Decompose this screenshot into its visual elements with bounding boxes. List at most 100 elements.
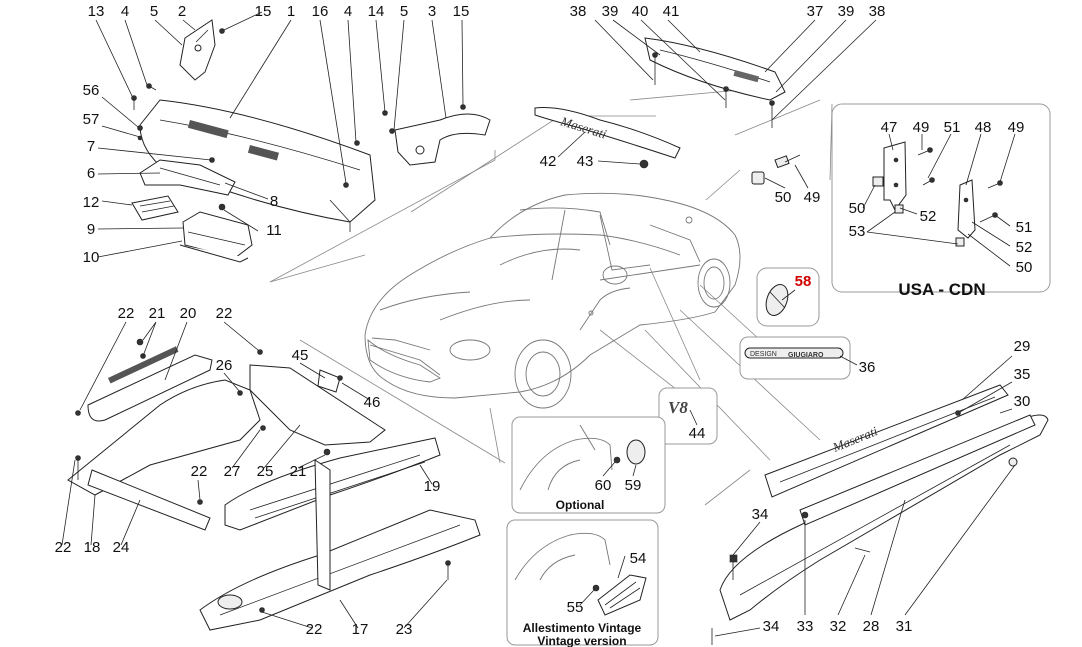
callout-37: 37 [807,3,824,20]
callout-38: 38 [869,3,886,20]
callout-60: 60 [595,477,612,494]
callout-56: 56 [83,82,100,99]
car-outline [364,192,741,409]
callout-44: 44 [689,425,706,442]
callout-22: 22 [216,305,233,322]
callout-22: 22 [55,539,72,556]
filter-part-12 [131,195,179,221]
callout-31: 31 [896,618,913,635]
callout-36: 36 [859,359,876,376]
v8-badge-part-44: V8 [658,387,718,445]
callout-40: 40 [632,3,649,20]
callout-38: 38 [570,3,587,20]
callout-19: 19 [424,478,441,495]
callout-20: 20 [180,305,197,322]
giugiaro-design-text: DESIGN [750,351,777,358]
usa-cdn-caption: USA - CDN [898,280,985,299]
optional-box: Optional [511,416,666,514]
callout-2: 2 [178,3,186,20]
callout-58: 58 [795,273,812,290]
bracket-part-3 [394,113,491,166]
bracket-part-2 [179,19,216,81]
callout-17: 17 [352,621,369,638]
callout-32: 32 [830,618,847,635]
callout-10: 10 [83,249,100,266]
callout-26: 26 [216,357,233,374]
callout-55: 55 [567,599,584,616]
callout-42: 42 [540,153,557,170]
callout-4: 4 [344,3,352,20]
callout-18: 18 [84,539,101,556]
callout-45: 45 [292,347,309,364]
callout-4: 4 [121,3,129,20]
callout-5: 5 [400,3,408,20]
callout-21: 21 [149,305,166,322]
callout-57: 57 [83,111,100,128]
callout-53: 53 [849,223,866,240]
roof-trim-part-37 [594,19,877,128]
callout-labels: 13 4 5 2 15 1 16 4 14 5 3 15 56 57 7 6 8… [55,3,1033,638]
callout-1: 1 [287,3,295,20]
callout-52: 52 [1016,239,1033,256]
callout-25: 25 [257,463,274,480]
vintage-caption-en: Vintage version [537,634,626,647]
sill-parts: Maserati [711,355,1049,645]
callout-41: 41 [663,3,680,20]
callout-5: 5 [150,3,158,20]
giugiaro-name-text: GIUGIARO [788,352,824,359]
callout-39: 39 [838,3,855,20]
vintage-box: Allestimento Vintage Vintage version [506,519,659,647]
callout-9: 9 [87,221,95,238]
callout-14: 14 [368,3,385,20]
giugiaro-badge-part-36: DESIGN GIUGIARO [739,336,858,380]
callout-50: 50 [775,189,792,206]
callout-49: 49 [1008,119,1025,136]
callout-27: 27 [224,463,241,480]
callout-39: 39 [602,3,619,20]
callout-48: 48 [975,119,992,136]
callout-29: 29 [1014,338,1031,355]
callout-24: 24 [113,539,130,556]
callout-22: 22 [306,621,323,638]
fasteners-top-left [131,28,466,211]
leaders-top-left [95,11,464,258]
callout-6: 6 [87,165,95,182]
callout-51: 51 [944,119,961,136]
maserati-script-badge-part-42: Maserati [534,107,681,169]
callout-54: 54 [630,550,647,567]
callout-16: 16 [312,3,329,20]
callout-23: 23 [396,621,413,638]
vintage-caption-it: Allestimento Vintage [523,621,642,635]
underbody-parts [61,321,481,631]
callout-34: 34 [763,618,780,635]
callout-50: 50 [1016,259,1033,276]
callout-13: 13 [88,3,105,20]
callout-52: 52 [920,208,937,225]
part-58-box [756,267,820,327]
callout-7: 7 [87,138,95,155]
callout-3: 3 [428,3,436,20]
callout-30: 30 [1014,393,1031,410]
callout-59: 59 [625,477,642,494]
callout-15: 15 [453,3,470,20]
callout-22: 22 [191,463,208,480]
callout-51: 51 [1016,219,1033,236]
callout-35: 35 [1014,366,1031,383]
callout-49: 49 [913,119,930,136]
fasteners-49-50 [751,154,809,189]
callout-34: 34 [752,506,769,523]
callout-21: 21 [290,463,307,480]
callout-28: 28 [863,618,880,635]
callout-15: 15 [255,3,272,20]
callout-49: 49 [804,189,821,206]
callout-12: 12 [83,194,100,211]
callout-46: 46 [364,394,381,411]
callout-8: 8 [270,193,278,210]
callout-33: 33 [797,618,814,635]
callout-11: 11 [266,222,282,239]
usa-cdn-box: USA - CDN [831,103,1051,299]
callout-50: 50 [849,200,866,217]
air-duct-part-6 [139,159,236,196]
